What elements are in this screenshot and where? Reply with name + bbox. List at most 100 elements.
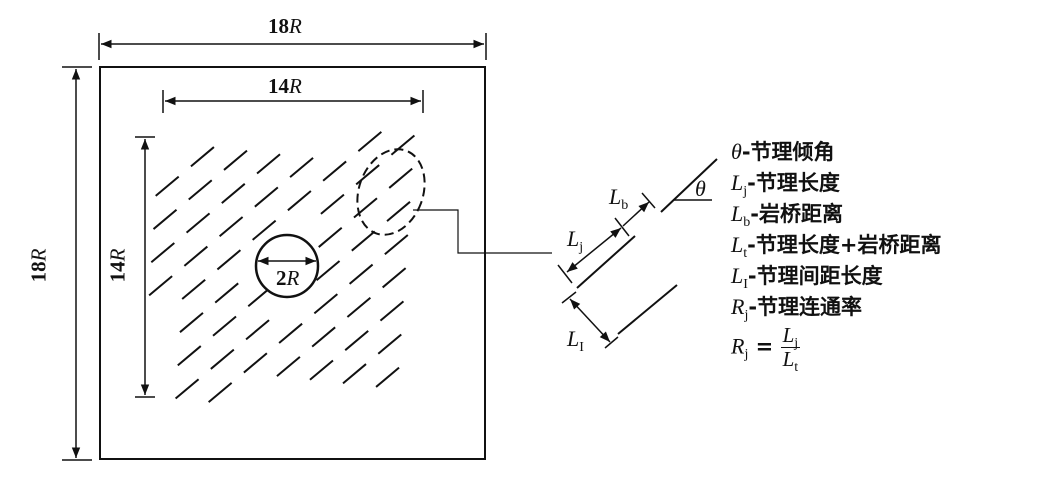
joint (148, 275, 173, 297)
den-sym: L (782, 347, 795, 371)
detail-callout-ellipse (356, 148, 426, 236)
label-text: 18R (268, 14, 302, 38)
legend-text: -节理长度+岩桥距离 (747, 233, 942, 257)
dimension-outer-width (98, 33, 487, 60)
joint (252, 219, 277, 241)
formula-lhs-sub: j (744, 347, 749, 363)
joint (379, 300, 405, 322)
joint (185, 212, 211, 234)
num-sym: L (782, 323, 795, 347)
joint (254, 186, 279, 208)
joint (322, 160, 347, 182)
num-sub: j (794, 335, 799, 351)
legend-text: -节理连通率 (748, 295, 863, 319)
joint (375, 366, 400, 388)
joint (382, 267, 407, 289)
joint (346, 296, 372, 318)
joint (174, 378, 200, 400)
label-hole-diameter: 2R (276, 268, 299, 289)
legend-symbol: L (731, 232, 744, 257)
joint (390, 134, 416, 156)
label-text: 14R (268, 74, 302, 98)
joint (177, 345, 202, 367)
label-Lb: Lb (609, 184, 629, 213)
joint (216, 249, 242, 271)
dimension-inner-height (135, 136, 155, 398)
joint (289, 157, 314, 178)
legend-item: Lj-节理长度 (731, 170, 840, 198)
legend-text: -节理长度 (747, 171, 840, 195)
legend-item: Lt-节理长度+岩桥距离 (731, 232, 942, 260)
label-sub: I (579, 339, 584, 355)
legend-item: θ-节理倾角 (731, 139, 835, 164)
joint (309, 359, 334, 381)
legend-item: LI-节理间距长度 (731, 263, 883, 291)
label-sub: b (621, 197, 629, 213)
joint (377, 333, 402, 355)
formula: Rj = Lj Lt (731, 323, 801, 375)
formula-fraction: Lj Lt (780, 323, 801, 375)
label-outer-width: 18R (268, 16, 302, 37)
joint (188, 179, 213, 201)
label-theta: θ (695, 176, 706, 201)
joint (342, 363, 367, 385)
callout-leader-line (413, 209, 552, 254)
legend-symbol: L (731, 263, 744, 288)
joint (344, 330, 369, 351)
joint (243, 352, 268, 374)
joint (318, 227, 343, 248)
formula-lhs: R (731, 333, 745, 359)
legend-item: Lb-岩桥距离 (731, 201, 843, 229)
joint (313, 293, 338, 315)
joint (208, 382, 233, 403)
legend-symbol: R (731, 294, 745, 319)
label-LI: LI (567, 326, 584, 355)
dimension-inner-width (162, 90, 424, 113)
label-outer-height: 18R (26, 248, 51, 283)
detail-dimensions (557, 192, 656, 349)
joint (348, 263, 374, 285)
joint (357, 131, 382, 152)
label-sub: j (579, 239, 584, 255)
joint (351, 230, 376, 252)
joint (287, 190, 312, 212)
joint (214, 282, 239, 304)
label-inner-height: 14R (105, 248, 130, 283)
joint (181, 278, 206, 300)
label-text: 18R (26, 248, 51, 283)
den-sub: t (794, 359, 799, 375)
joint (150, 242, 175, 264)
joint (256, 153, 281, 175)
label-inner-width: 14R (268, 76, 302, 97)
label-text: 2R (276, 266, 300, 290)
label-Lj: Lj (567, 226, 584, 255)
legend-sub: I (743, 276, 748, 292)
joint (311, 326, 336, 348)
legend-sub: j (743, 183, 748, 199)
legend-symbol: θ (731, 139, 742, 164)
formula-equals: = (755, 334, 774, 359)
joint (183, 245, 208, 267)
joint (278, 322, 303, 344)
joint (388, 167, 413, 189)
joint (320, 193, 345, 215)
joint (152, 209, 178, 230)
joint (210, 348, 235, 370)
joint (212, 315, 237, 337)
legend-symbol: L (731, 201, 744, 226)
legend-sub: t (743, 245, 748, 261)
joint (276, 356, 301, 377)
specimen-boundary (99, 66, 486, 460)
legend-symbol: L (731, 170, 744, 195)
legend-item: Rj-节理连通率 (731, 294, 863, 322)
joint (218, 216, 244, 238)
joint (353, 197, 378, 219)
formula-denominator: Lt (781, 347, 801, 375)
legend-text: -节理倾角 (741, 140, 835, 164)
joint (179, 312, 204, 333)
label-text: 14R (105, 248, 130, 283)
legend-sub: j (744, 307, 749, 323)
joint (384, 234, 409, 256)
joint-set (148, 131, 416, 403)
